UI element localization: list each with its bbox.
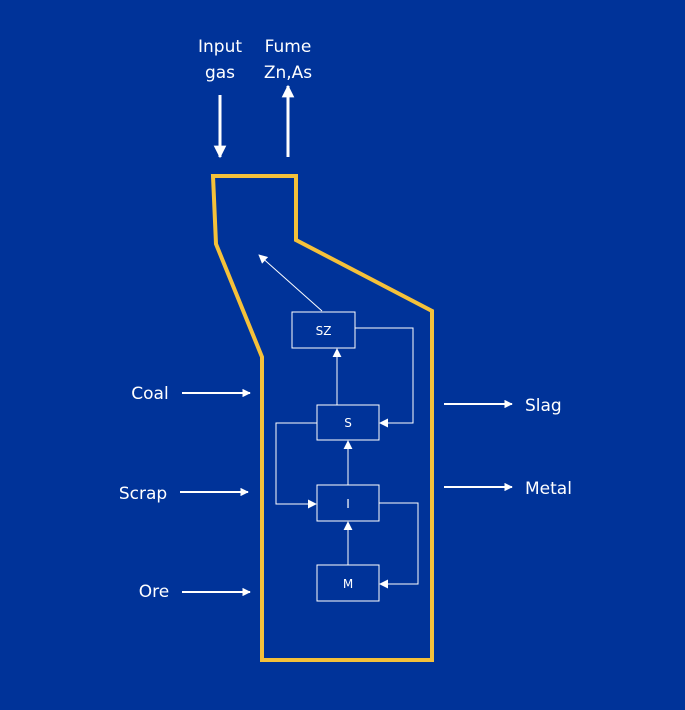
ore-label: Ore — [139, 582, 169, 602]
loop-s-to-i — [275, 422, 317, 509]
metal-label: Metal — [525, 479, 572, 499]
zone-m-label: M — [343, 577, 353, 591]
furnace-outline — [210, 174, 434, 662]
zone-s-label: S — [344, 416, 352, 430]
input-gas-label-line1: Input — [198, 37, 242, 57]
scrap-label: Scrap — [119, 484, 167, 504]
flow-sz-to-gas — [258, 254, 323, 312]
zone-sz-box — [291, 311, 356, 349]
zone-i-label: I — [346, 497, 350, 511]
input-gas-label-line2: gas — [205, 63, 235, 83]
loop-i-to-m — [379, 502, 419, 589]
slag-label: Slag — [525, 396, 562, 416]
coal-label: Coal — [131, 384, 168, 404]
zone-sz-label: SZ — [316, 324, 332, 338]
fume-label-line2: Zn,As — [264, 63, 312, 83]
loop-sz-to-s — [355, 327, 414, 428]
fume-label-line1: Fume — [265, 37, 312, 57]
